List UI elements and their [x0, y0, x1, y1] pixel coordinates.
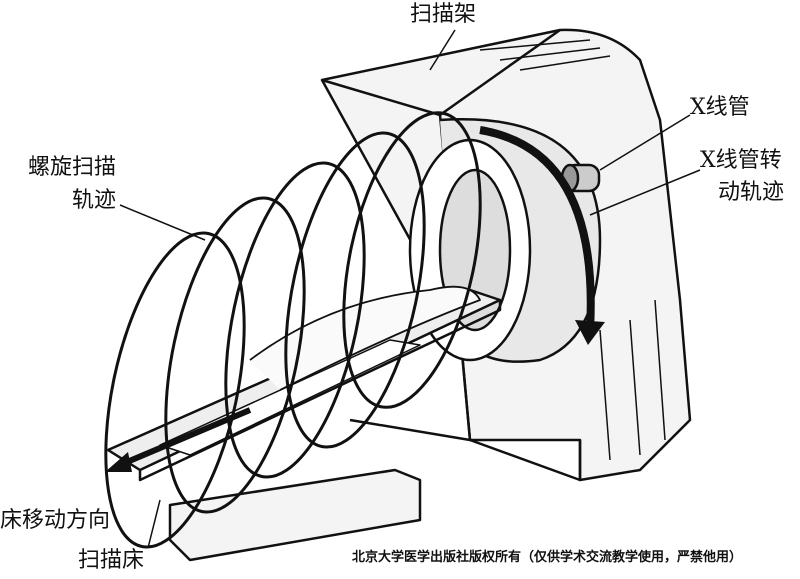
- label-scan-table: 扫描床: [78, 548, 145, 573]
- scan-table: [106, 285, 502, 482]
- label-tube-rotation-2: 动轨迹: [718, 180, 785, 205]
- copyright-watermark: 北京大学医学出版社版权所有（仅供学术交流教学使用，严禁他用）: [352, 550, 743, 565]
- label-tube-rotation-1: X线管转: [700, 148, 782, 173]
- label-table-direction: 床移动方向: [0, 508, 111, 533]
- label-helical-1: 螺旋扫描: [28, 155, 117, 180]
- label-xray-tube: X线管: [690, 95, 750, 120]
- leader-lines: [119, 29, 701, 549]
- table-direction-arrow: [118, 407, 252, 468]
- helical-trajectory: [104, 111, 482, 549]
- tube-rotation-arrow: [479, 126, 595, 331]
- label-gantry: 扫描架: [410, 2, 477, 27]
- label-helical-2: 轨迹: [72, 188, 117, 213]
- table-base: [168, 468, 422, 562]
